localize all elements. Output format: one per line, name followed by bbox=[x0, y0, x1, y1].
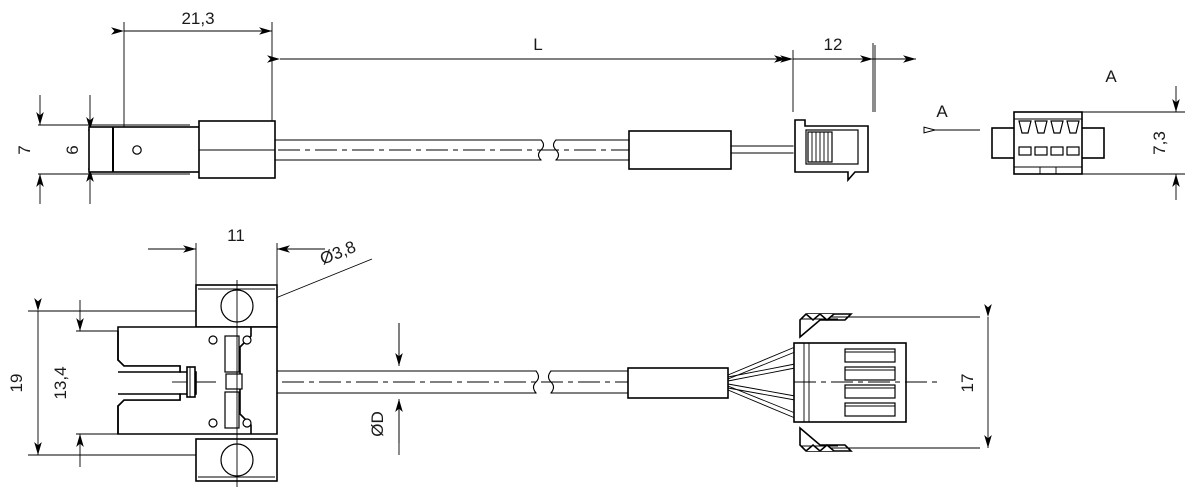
dim-label-L: L bbox=[533, 35, 542, 54]
dimension-7-3: 7,3 bbox=[1082, 86, 1185, 200]
dim-label-11: 11 bbox=[227, 226, 245, 245]
dim-label-7: 7 bbox=[15, 145, 34, 154]
dimension-21-3: 21,3 bbox=[111, 9, 273, 134]
connector-side-view bbox=[794, 119, 869, 183]
connector-front-view: A bbox=[991, 67, 1117, 175]
cable-side-view bbox=[274, 130, 794, 170]
connector-plan-view bbox=[793, 312, 940, 453]
dim-label-21-3: 21,3 bbox=[181, 9, 214, 28]
leader-label-3-8: Ø3,8 bbox=[317, 237, 358, 268]
dimension-diameter-D: ØD bbox=[368, 323, 403, 455]
bottom-view-group: 11 Ø3,8 19 13,4 bbox=[7, 226, 992, 487]
dimension-13-4: 13,4 bbox=[51, 300, 200, 467]
cable-plan-view bbox=[276, 367, 729, 399]
section-marker-A: A bbox=[923, 102, 980, 134]
dim-label-19: 19 bbox=[7, 374, 26, 393]
section-marker-label: A bbox=[936, 102, 948, 121]
dim-label-diameter-D: ØD bbox=[368, 411, 387, 437]
dim-label-12: 12 bbox=[824, 35, 843, 54]
dimension-12: 12 bbox=[780, 35, 916, 112]
fork-terminal-plan-view bbox=[117, 280, 278, 487]
dimension-19: 19 bbox=[7, 298, 200, 456]
fork-terminal-side-view bbox=[88, 120, 276, 179]
dimension-17: 17 bbox=[830, 304, 992, 449]
dim-label-17: 17 bbox=[958, 374, 977, 393]
dim-label-6: 6 bbox=[63, 145, 82, 154]
dimension-L: L bbox=[267, 35, 876, 112]
splayed-wires bbox=[727, 346, 796, 419]
dimension-7: 7 bbox=[15, 95, 190, 204]
dim-label-7-3: 7,3 bbox=[1150, 131, 1169, 155]
dim-label-13-4: 13,4 bbox=[51, 366, 70, 399]
view-A-title: A bbox=[1105, 67, 1117, 86]
top-view-group: 21,3 L 12 7 6 bbox=[15, 9, 1185, 204]
